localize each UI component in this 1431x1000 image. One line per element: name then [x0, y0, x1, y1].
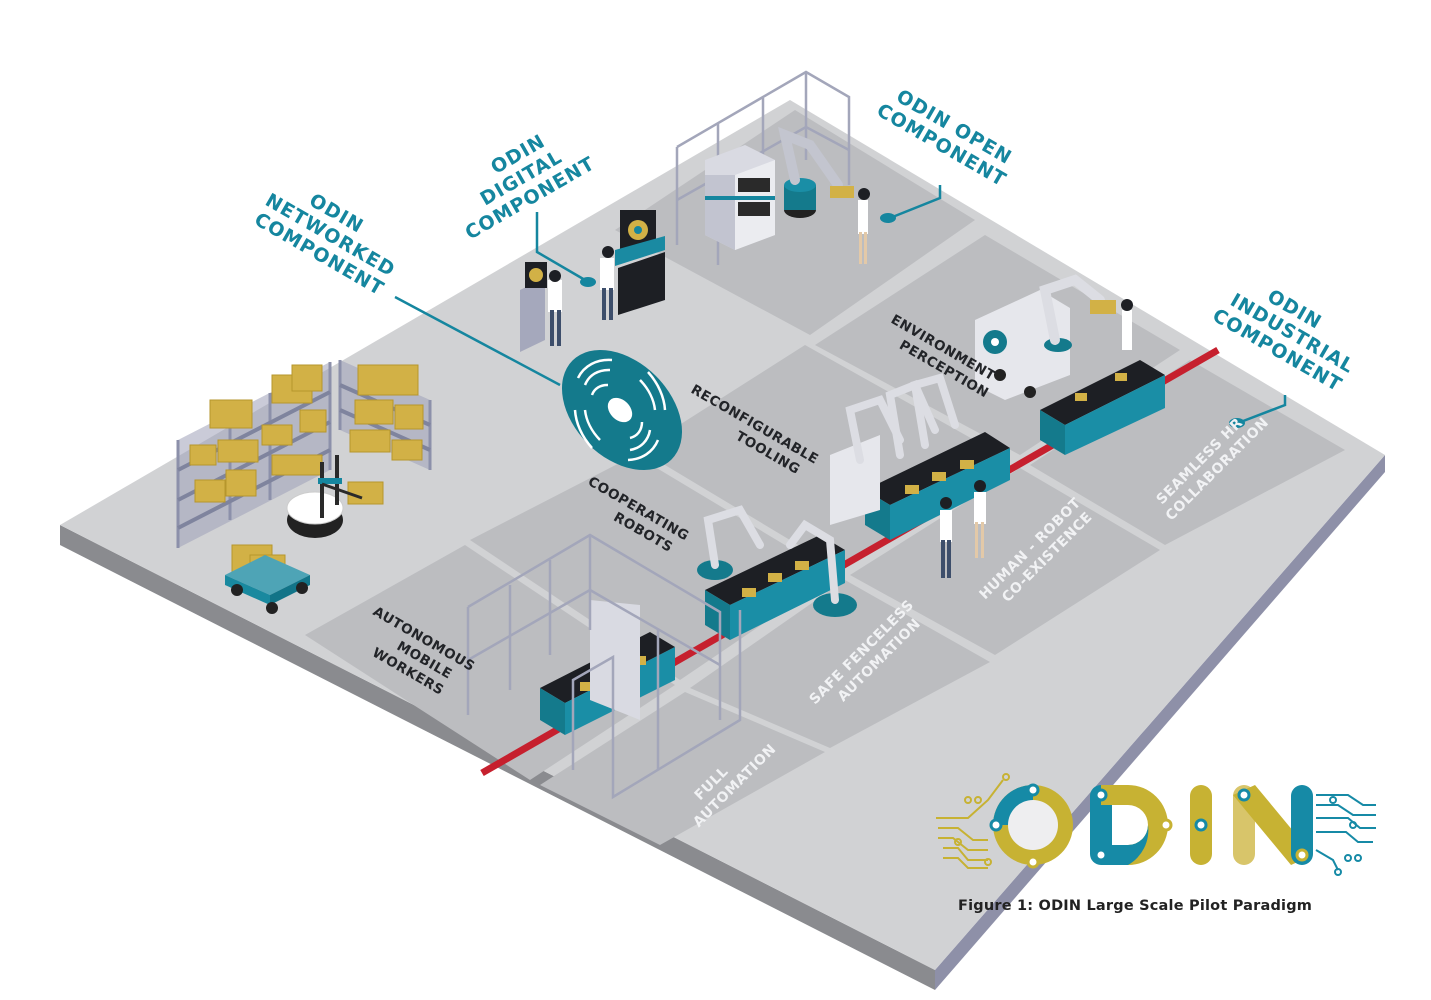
zone-open [615, 110, 975, 335]
open-component-workcell [675, 70, 870, 265]
zone-human-robot [850, 468, 1160, 655]
environment-perception-robot [975, 274, 1133, 400]
logo-letter-i [1190, 785, 1212, 865]
floor-zones [305, 110, 1345, 845]
component-label-digital: ODIN DIGITAL COMPONENT [462, 130, 599, 244]
conveyors [540, 360, 1165, 735]
digital-control-stations [520, 210, 665, 352]
autonomous-mobile-robot [286, 455, 363, 538]
zone-full-automation [540, 692, 825, 845]
circuit-traces-right-icon [1315, 794, 1376, 876]
circuit-traces-left-icon [936, 773, 1010, 869]
conveyor-industrial [1040, 360, 1165, 455]
logo-letter-n [1233, 785, 1313, 865]
odin-logo [936, 773, 1376, 876]
logo-letter-o [989, 783, 1073, 869]
callout-lines [535, 185, 1287, 425]
zone-seamless-hr [1030, 360, 1345, 545]
logo-letter-d [1090, 785, 1173, 865]
zone-safe-fenceless [690, 580, 990, 748]
callout-dot-digital [580, 277, 596, 287]
conveyor-cooperating [697, 505, 857, 640]
human-workers [940, 480, 986, 578]
callout-dot-industrial [1229, 418, 1245, 428]
safety-fence [466, 533, 742, 800]
component-label-networked: ODIN NETWORKED COMPONENT [251, 189, 399, 300]
figure-caption: Figure 1: ODIN Large Scale Pilot Paradig… [958, 898, 1313, 914]
networked-wireless-disc [394, 295, 683, 471]
conveyor-reconfigurable [830, 373, 1010, 540]
cart-agv [225, 555, 310, 614]
callout-dot-open [880, 213, 896, 223]
warehouse-shelves [176, 360, 432, 586]
